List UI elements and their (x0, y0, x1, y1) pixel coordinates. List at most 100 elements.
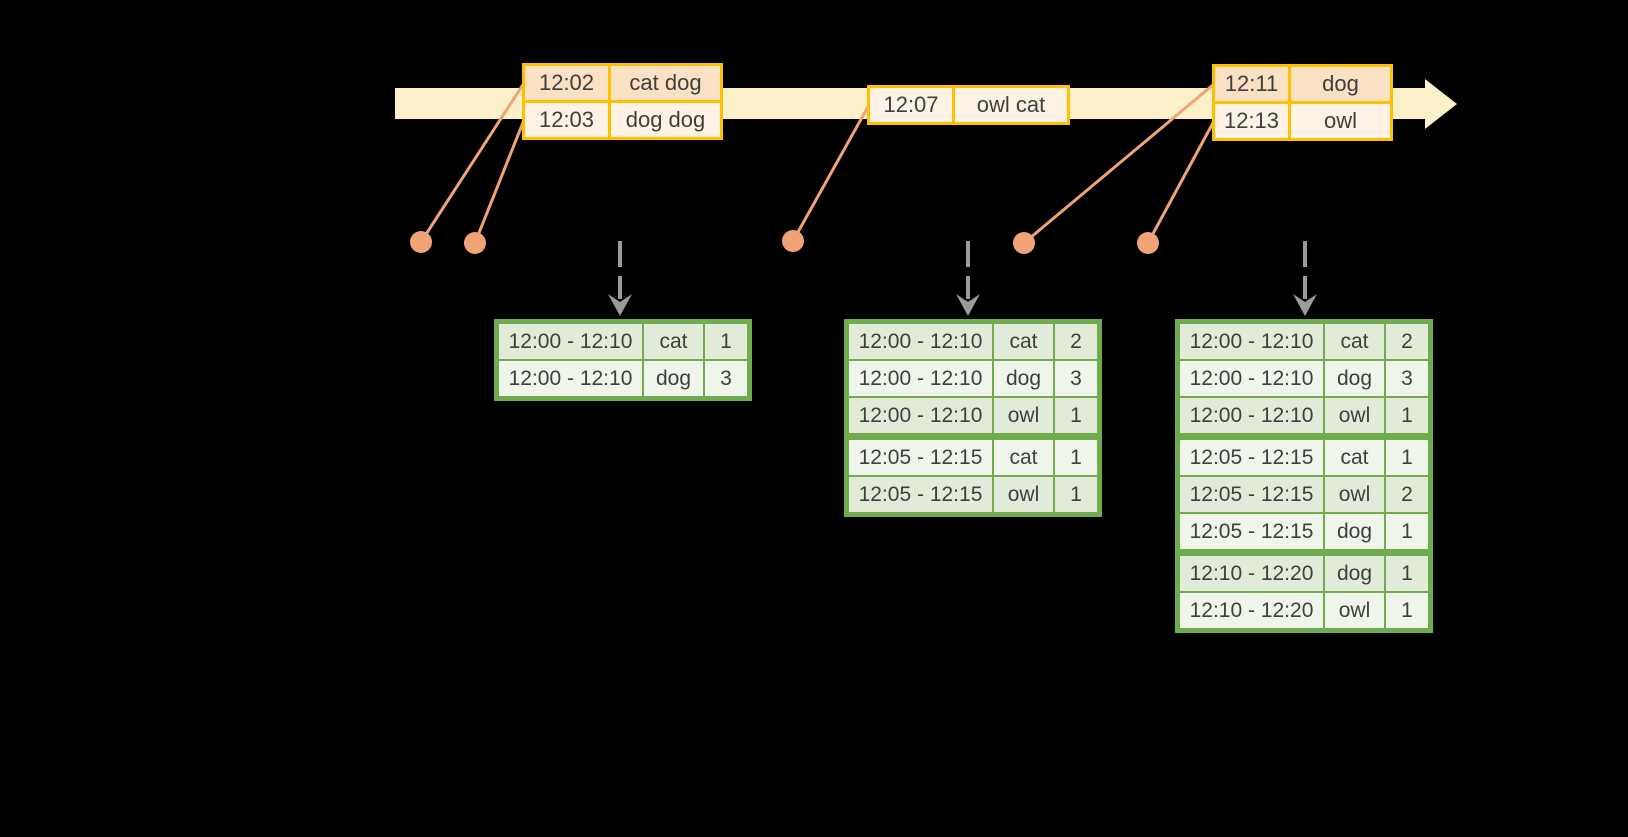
result-word-cell: cat (994, 440, 1053, 475)
connector-line (473, 119, 526, 244)
result-row: 12:00 - 12:10 cat 1 (499, 324, 747, 359)
result-window-cell: 12:05 - 12:15 (849, 477, 992, 512)
result-count-cell: 1 (1055, 477, 1097, 512)
result-count-cell: 2 (1055, 324, 1097, 359)
result-window-cell: 12:00 - 12:10 (1180, 324, 1323, 359)
result-row: 12:00 - 12:10 owl 1 (1180, 398, 1428, 433)
result-count-cell: 3 (1055, 361, 1097, 396)
result-window-cell: 12:00 - 12:10 (499, 324, 642, 359)
event-words-cell: dog (1291, 67, 1390, 101)
trigger-arrow (1293, 241, 1317, 316)
result-word-cell: owl (1325, 593, 1384, 628)
result-count-cell: 1 (1386, 514, 1428, 549)
event-row: 12:02 cat dog (525, 66, 720, 100)
result-word-cell: dog (1325, 361, 1384, 396)
result-row: 12:05 - 12:15 cat 1 (849, 440, 1097, 475)
trigger-arrow (608, 241, 632, 316)
result-row: 12:00 - 12:10 cat 2 (849, 324, 1097, 359)
result-row: 12:00 - 12:10 dog 3 (1180, 361, 1428, 396)
result-window-cell: 12:00 - 12:10 (849, 324, 992, 359)
event-row: 12:13 owl (1215, 104, 1390, 138)
event-words-cell: dog dog (611, 103, 720, 137)
result-row: 12:10 - 12:20 owl 1 (1180, 593, 1428, 628)
result-window-cell: 12:00 - 12:10 (499, 361, 642, 396)
result-window-cell: 12:10 - 12:20 (1180, 556, 1323, 591)
result-count-cell: 1 (1386, 556, 1428, 591)
event-row: 12:07 owl cat (870, 88, 1067, 122)
connector-line (791, 104, 871, 242)
result-row: 12:00 - 12:10 cat 2 (1180, 324, 1428, 359)
arrow-down-icon (1293, 294, 1317, 316)
event-dot (782, 230, 804, 252)
event-dot (464, 232, 486, 254)
result-window-cell: 12:05 - 12:15 (1180, 477, 1323, 512)
result-window-cell: 12:00 - 12:10 (849, 361, 992, 396)
result-count-cell: 1 (1386, 440, 1428, 475)
result-count-cell: 1 (1055, 440, 1097, 475)
result-word-cell: dog (644, 361, 703, 396)
event-table-left: 12:02 cat dog 12:03 dog dog (522, 63, 723, 140)
result-window-cell: 12:05 - 12:15 (849, 440, 992, 475)
event-dot (1013, 232, 1035, 254)
result-row: 12:05 - 12:15 cat 1 (1180, 440, 1428, 475)
connector-line (1023, 82, 1215, 245)
event-connector-lines (419, 82, 1216, 245)
result-table-2: 12:00 - 12:10 cat 2 12:00 - 12:10 dog 3 … (844, 319, 1102, 517)
event-row: 12:11 dog (1215, 67, 1390, 101)
result-word-cell: owl (1325, 477, 1384, 512)
connector-line (419, 82, 526, 243)
result-count-cell: 1 (1386, 398, 1428, 433)
event-words-cell: cat dog (611, 66, 720, 100)
result-row: 12:05 - 12:15 dog 1 (1180, 514, 1428, 549)
trigger-arrows (608, 241, 1317, 316)
event-time-cell: 12:03 (525, 103, 608, 137)
result-word-cell: cat (1325, 440, 1384, 475)
result-row: 12:05 - 12:15 owl 1 (849, 477, 1097, 512)
result-count-cell: 3 (705, 361, 747, 396)
event-time-cell: 12:13 (1215, 104, 1288, 138)
result-row: 12:00 - 12:10 dog 3 (499, 361, 747, 396)
result-window-cell: 12:05 - 12:15 (1180, 514, 1323, 549)
result-count-cell: 2 (1386, 324, 1428, 359)
event-words-cell: owl (1291, 104, 1390, 138)
event-time-cell: 12:02 (525, 66, 608, 100)
result-word-cell: dog (1325, 514, 1384, 549)
result-word-cell: cat (644, 324, 703, 359)
event-dot (1137, 232, 1159, 254)
result-window-cell: 12:10 - 12:20 (1180, 593, 1323, 628)
result-count-cell: 2 (1386, 477, 1428, 512)
result-count-cell: 3 (1386, 361, 1428, 396)
result-word-cell: owl (994, 477, 1053, 512)
connector-line (1146, 120, 1216, 244)
result-word-cell: owl (1325, 398, 1384, 433)
result-table-3: 12:00 - 12:10 cat 2 12:00 - 12:10 dog 3 … (1175, 319, 1433, 633)
event-table-right: 12:11 dog 12:13 owl (1212, 64, 1393, 141)
arrow-down-icon (608, 294, 632, 316)
event-dot (410, 231, 432, 253)
result-window-cell: 12:00 - 12:10 (849, 398, 992, 433)
result-count-cell: 1 (1386, 593, 1428, 628)
arrow-down-icon (956, 294, 980, 316)
result-window-cell: 12:00 - 12:10 (1180, 398, 1323, 433)
event-time-cell: 12:11 (1215, 67, 1288, 101)
result-word-cell: cat (994, 324, 1053, 359)
trigger-arrow (956, 241, 980, 316)
result-word-cell: dog (994, 361, 1053, 396)
event-row: 12:03 dog dog (525, 103, 720, 137)
event-table-middle: 12:07 owl cat (867, 85, 1070, 125)
result-row: 12:10 - 12:20 dog 1 (1180, 556, 1428, 591)
result-count-cell: 1 (1055, 398, 1097, 433)
result-word-cell: dog (1325, 556, 1384, 591)
result-row: 12:05 - 12:15 owl 2 (1180, 477, 1428, 512)
result-row: 12:00 - 12:10 dog 3 (849, 361, 1097, 396)
result-row: 12:00 - 12:10 owl 1 (849, 398, 1097, 433)
result-window-cell: 12:05 - 12:15 (1180, 440, 1323, 475)
result-word-cell: owl (994, 398, 1053, 433)
event-dots (410, 230, 1159, 254)
result-table-1: 12:00 - 12:10 cat 1 12:00 - 12:10 dog 3 (494, 319, 752, 401)
result-window-cell: 12:00 - 12:10 (1180, 361, 1323, 396)
result-word-cell: cat (1325, 324, 1384, 359)
timeline-arrowhead-icon (1425, 79, 1457, 129)
result-count-cell: 1 (705, 324, 747, 359)
